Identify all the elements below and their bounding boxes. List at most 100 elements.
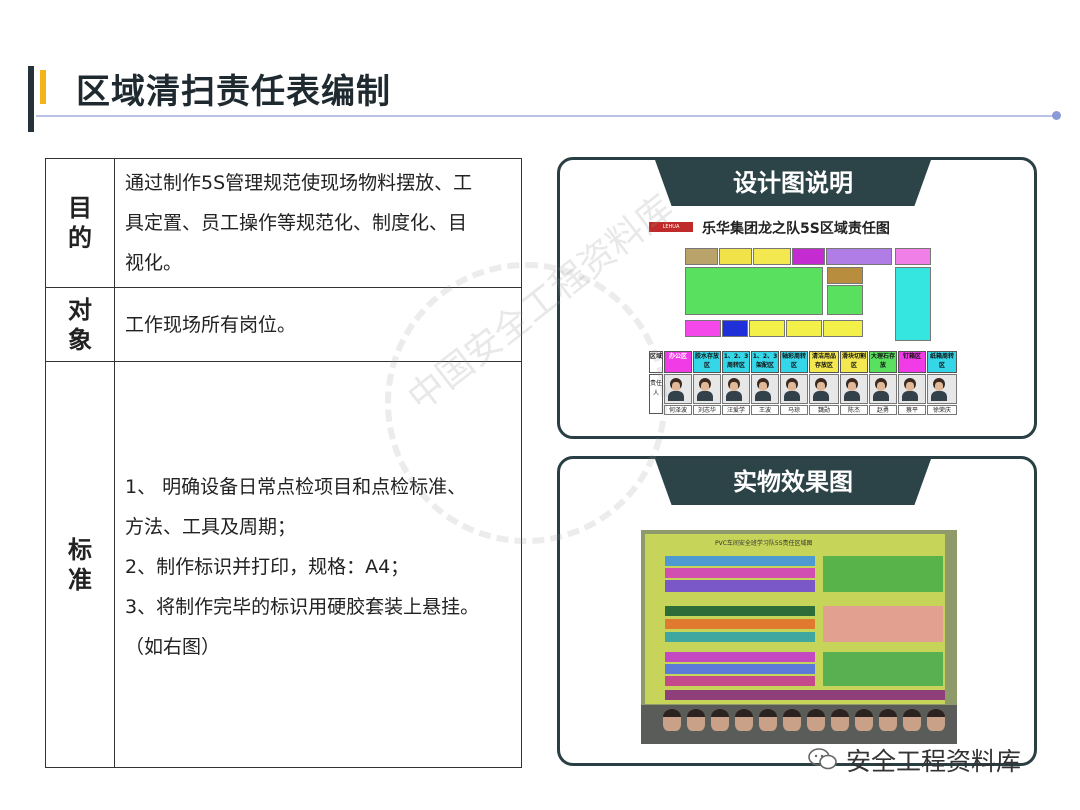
row-line: 工作现场所有岗位。 xyxy=(125,313,297,336)
board-stripe xyxy=(665,568,815,578)
person-name: 陈杰 xyxy=(840,405,868,415)
row-line: （如右图） xyxy=(125,635,221,658)
board-face xyxy=(807,709,825,731)
person-name: 王波 xyxy=(751,405,779,415)
person-photo xyxy=(780,374,808,404)
board-face xyxy=(927,709,945,731)
board-stripe xyxy=(823,556,943,592)
row-line: 3、将制作完毕的标识用硬胶套装上悬挂。 xyxy=(125,595,480,618)
area-cell: 纸箱周转区 xyxy=(927,351,957,373)
page-title: 区域清扫责任表编制 xyxy=(76,72,391,112)
row-body: 通过制作5S管理规范使现场物料摆放、工 具定置、员工操作等规范化、制度化、目 视… xyxy=(114,158,522,288)
row-line: 1、 明确设备日常点检项目和点检标准、 xyxy=(125,475,467,498)
board-face xyxy=(831,709,849,731)
board-stripe xyxy=(823,652,943,686)
row-body: 工作现场所有岗位。 xyxy=(114,287,522,362)
person-photo xyxy=(840,374,868,404)
board-stripe xyxy=(665,632,815,642)
design-panel: 设计图说明 LEHUA 乐华集团龙之队5S区域责任图 区域 办公区 胶水存放区 … xyxy=(557,157,1037,439)
row-line: 方法、工具及周期； xyxy=(125,515,297,538)
row-head: 目的 xyxy=(45,158,115,288)
board-face xyxy=(687,709,705,731)
plan-block xyxy=(827,267,863,284)
info-table: 目的 通过制作5S管理规范使现场物料摆放、工 具定置、员工操作等规范化、制度化、… xyxy=(45,158,522,768)
board-faces-strip xyxy=(641,705,957,744)
board-face xyxy=(735,709,753,731)
area-cell: 办公区 xyxy=(664,351,692,373)
plan-block xyxy=(826,248,892,265)
title-accent-yellow xyxy=(40,70,46,104)
area-cell: 钉箱区 xyxy=(898,351,926,373)
person-name: 魏勋 xyxy=(809,405,839,415)
plan-block xyxy=(786,320,822,337)
row-line: 视化。 xyxy=(125,252,183,274)
person-photo xyxy=(898,374,926,404)
area-cell: 滑块切割区 xyxy=(840,351,868,373)
board-stripe xyxy=(665,606,815,616)
board-face xyxy=(711,709,729,731)
plan-block xyxy=(792,248,825,265)
plan-block xyxy=(722,320,748,337)
board-heading: PVC车间安全班学习队5S责任区域图 xyxy=(715,540,813,547)
person-photo xyxy=(751,374,779,404)
person-label: 责任人 xyxy=(649,374,663,414)
board-stripe xyxy=(665,619,815,629)
table-row-standard: 标准 1、 明确设备日常点检项目和点检标准、 方法、工具及周期； 2、制作标识并… xyxy=(45,361,522,768)
person-photo xyxy=(693,374,721,404)
board-stripe xyxy=(823,606,943,642)
plan-block xyxy=(685,320,721,337)
board-face xyxy=(783,709,801,731)
area-cell: 清洁用品存放区 xyxy=(809,351,839,373)
board-photo: PVC车间安全班学习队5S责任区域图 xyxy=(641,530,957,744)
area-label: 区域 xyxy=(649,351,663,373)
person-photo xyxy=(927,374,957,404)
design-panel-title: 设计图说明 xyxy=(655,160,931,206)
area-cell: 1、2、3架配区 xyxy=(751,351,779,373)
row-line: 通过制作5S管理规范使现场物料摆放、工 xyxy=(125,172,473,194)
row-head-text: 目的 xyxy=(68,194,92,252)
person-photo xyxy=(722,374,750,404)
person-name: 刘志华 xyxy=(693,405,721,415)
area-cell: 胶水存放区 xyxy=(693,351,721,373)
row-head-text: 对象 xyxy=(68,295,92,354)
plan-block xyxy=(753,248,791,265)
board-face xyxy=(759,709,777,731)
photo-panel-title: 实物效果图 xyxy=(655,459,931,505)
design-heading: 乐华集团龙之队5S区域责任图 xyxy=(702,221,890,237)
row-line: 具定置、员工操作等规范化、制度化、目 xyxy=(125,212,468,234)
board-stripe xyxy=(665,664,815,674)
board-stripe xyxy=(665,556,815,566)
design-figure: LEHUA 乐华集团龙之队5S区域责任图 区域 办公区 胶水存放区 1、2、3周… xyxy=(649,220,969,425)
person-photo xyxy=(869,374,897,404)
person-name: 徐荣庆 xyxy=(927,405,957,415)
plan-block xyxy=(685,248,718,265)
board-stripe xyxy=(665,580,815,592)
person-name: 赵勇 xyxy=(869,405,897,415)
person-photo xyxy=(664,374,692,404)
person-name: 蔡平 xyxy=(898,405,926,415)
person-name: 汪爱学 xyxy=(722,405,750,415)
row-body: 1、 明确设备日常点检项目和点检标准、 方法、工具及周期； 2、制作标识并打印，… xyxy=(114,361,522,768)
plan-block xyxy=(685,267,823,315)
board: PVC车间安全班学习队5S责任区域图 xyxy=(645,534,945,704)
board-face xyxy=(855,709,873,731)
wechat-icon xyxy=(808,748,837,770)
area-cell: 大理石存放 xyxy=(869,351,897,373)
area-cell: 轴彩周转区 xyxy=(780,351,808,373)
table-row-target: 对象 工作现场所有岗位。 xyxy=(45,287,522,362)
plan-block xyxy=(895,267,931,341)
row-head: 标准 xyxy=(45,361,115,768)
row-head: 对象 xyxy=(45,287,115,362)
person-name: 何泽波 xyxy=(664,405,692,415)
plan-block xyxy=(749,320,785,337)
area-cell: 1、2、3周转区 xyxy=(722,351,750,373)
board-stripe xyxy=(665,652,815,662)
design-logo: LEHUA xyxy=(649,222,693,232)
table-row-purpose: 目的 通过制作5S管理规范使现场物料摆放、工 具定置、员工操作等规范化、制度化、… xyxy=(45,158,522,288)
board-face xyxy=(903,709,921,731)
row-line: 2、制作标识并打印，规格：A4； xyxy=(125,555,410,578)
board-stripe xyxy=(665,690,945,700)
photo-panel: 实物效果图 PVC车间安全班学习队5S责任区域图 xyxy=(557,456,1037,766)
board-stripe xyxy=(665,676,815,686)
title-divider xyxy=(36,115,1056,117)
